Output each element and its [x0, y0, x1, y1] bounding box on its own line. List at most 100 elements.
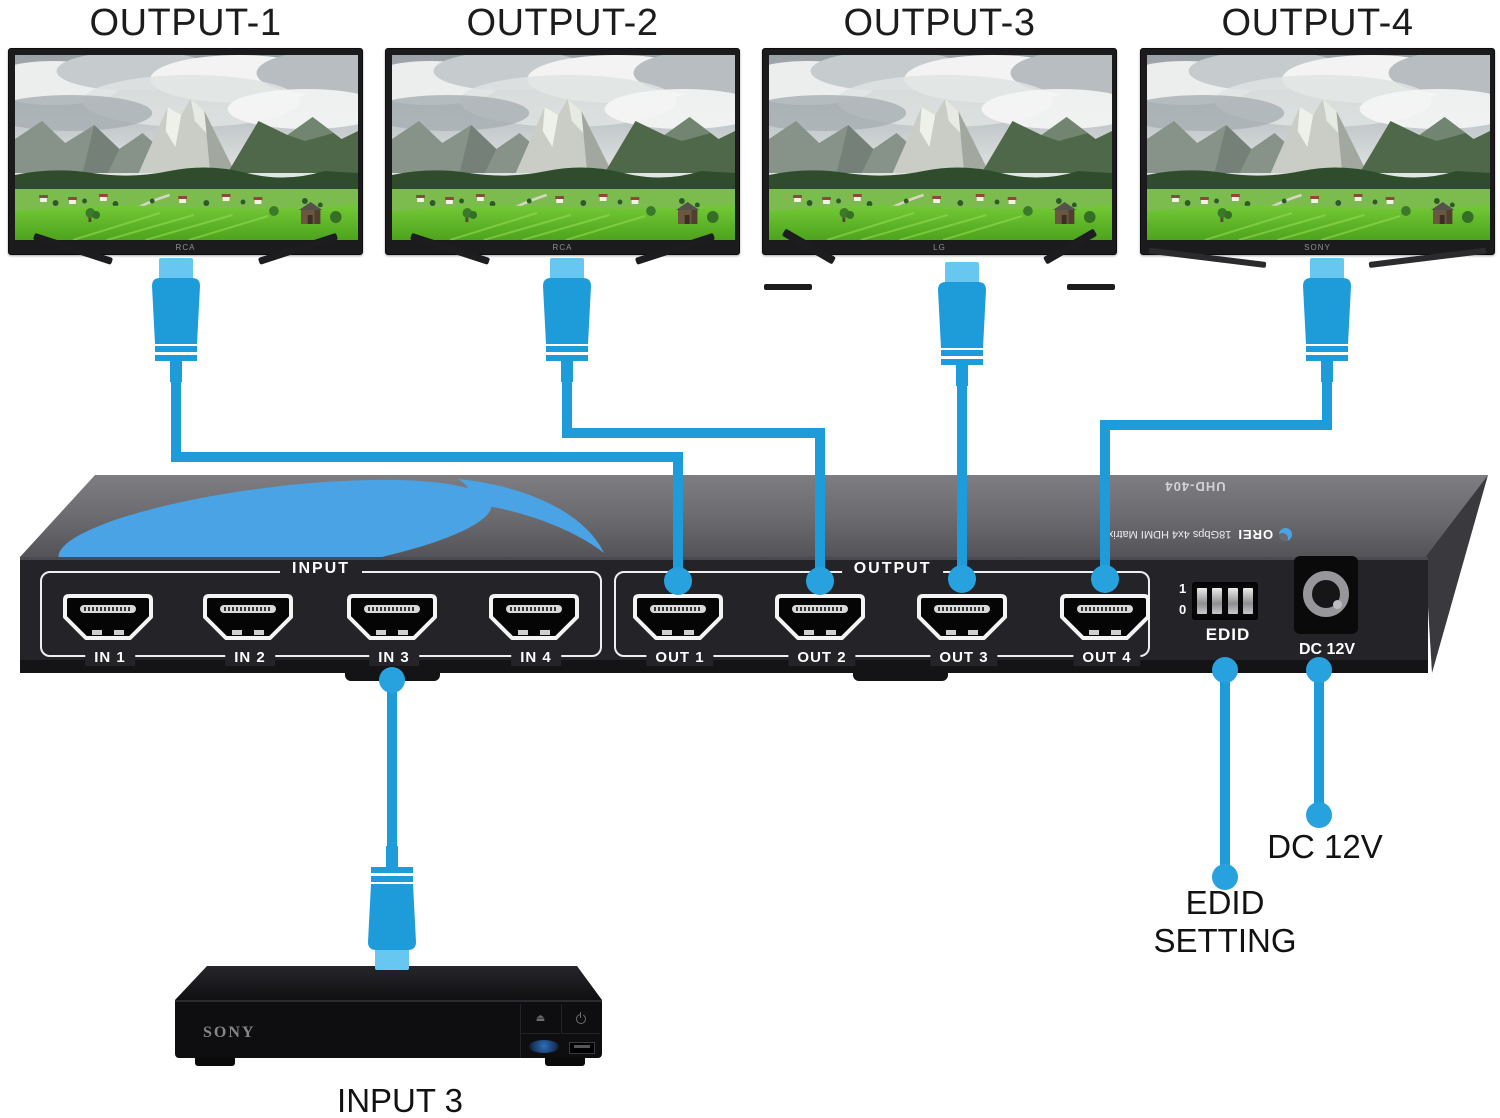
dc-port-label: DC 12V: [1298, 641, 1356, 658]
matrix-top-face: UHD-404 OREI 18Gbps 4x4 HDMI Matrix: [20, 475, 1488, 557]
monitor-caption: OUTPUT-1: [89, 2, 282, 44]
edid-setting-line1: EDID: [1185, 884, 1265, 921]
landscape-image: [769, 55, 1112, 240]
hdmi-port-in2: [203, 594, 293, 640]
output-group-label: OUTPUT: [841, 560, 944, 578]
monitor-caption: OUTPUT-2: [466, 2, 659, 44]
power-button: [561, 1004, 600, 1034]
hdmi-cable-segment: [171, 376, 181, 460]
dc-power-jack: [1294, 556, 1358, 634]
monitor-unit-4: OUTPUT-4 SONY: [1140, 0, 1495, 300]
barrel-connector: [1303, 571, 1349, 617]
edid-dip-switch: [1192, 582, 1258, 620]
input-port-group: INPUT IN 1 IN 2 IN 3 IN 4: [40, 560, 602, 666]
player-brand-logo: SONY: [203, 1024, 256, 1041]
edid-setting-label: EDID SETTING: [1125, 884, 1325, 960]
port-label-in2: IN 2: [225, 649, 275, 666]
cable-end-dot-out1: [664, 567, 692, 595]
hdmi-cable-segment: [673, 452, 683, 580]
hdmi-cable-segment: [815, 428, 825, 580]
hdmi-cable-segment: [1322, 376, 1332, 428]
tv-screen-2: RCA: [385, 48, 740, 255]
output-port-group: OUTPUT OUT 1 OUT 2 OUT 3 OUT 4: [614, 560, 1150, 666]
dip-bottom-label: 0: [1179, 602, 1187, 617]
port-label-in4: IN 4: [511, 649, 561, 666]
player-foot: [195, 1058, 235, 1066]
cable-end-dot-out4: [1091, 565, 1119, 593]
port-label-out2: OUT 2: [788, 649, 856, 666]
usb-port: [569, 1042, 595, 1054]
tv-foot: [764, 284, 812, 290]
hdmi-port-in3: [347, 594, 437, 640]
brand-name: OREI: [1237, 527, 1274, 542]
edid-port-label: EDID: [1205, 625, 1251, 644]
tv-brand-logo: RCA: [175, 243, 196, 252]
landscape-image: [392, 55, 735, 240]
monitor-caption: OUTPUT-3: [843, 2, 1036, 44]
orei-logo-icon: [1279, 528, 1293, 541]
dip-lever: [1227, 588, 1238, 614]
hdmi-cable-segment: [562, 376, 572, 436]
callout-dot-dc-top: [1306, 657, 1332, 683]
bluray-logo: [529, 1040, 559, 1053]
port-label-in3: IN 3: [369, 649, 419, 666]
port-label-in1: IN 1: [85, 649, 135, 666]
hdmi-port-in4: [489, 594, 579, 640]
hdmi-connector-4: [1303, 258, 1351, 382]
tv-brand-logo: SONY: [1304, 243, 1331, 252]
callout-line-edid: [1220, 668, 1230, 878]
dc-12v-label: DC 12V: [1267, 828, 1383, 865]
dip-lever: [1242, 588, 1253, 614]
dip-lever: [1197, 588, 1208, 614]
monitor-unit-1: OUTPUT-1 RCA: [8, 0, 363, 300]
callout-line-dc: [1314, 668, 1324, 816]
barrel-pin: [1333, 600, 1342, 609]
port-label-out1: OUT 1: [646, 649, 714, 666]
swoosh-logo: [58, 479, 604, 557]
hdmi-port-out3: [917, 594, 1007, 640]
hdmi-connector-1: [152, 258, 200, 382]
hdmi-cable-segment: [562, 428, 825, 438]
monitor-unit-2: OUTPUT-2 RCA: [385, 0, 740, 300]
callout-dot-dc-bottom: [1306, 802, 1332, 828]
hdmi-cable-segment: [1100, 420, 1110, 578]
edid-setting-line2: SETTING: [1153, 922, 1297, 959]
tagline-text: 18Gbps 4x4 HDMI Matrix: [1107, 528, 1232, 541]
eject-icon: ⏏: [535, 1013, 546, 1024]
player-control-panel: ⏏: [520, 1004, 600, 1058]
hdmi-cable-segment: [957, 380, 967, 580]
player-foot: [545, 1058, 585, 1066]
hdmi-port-out2: [775, 594, 865, 640]
tv-brand-logo: RCA: [552, 243, 573, 252]
hdmi-port-out4: [1060, 594, 1150, 640]
landscape-image: [15, 55, 358, 240]
hdmi-port-out1: [633, 594, 723, 640]
bluray-player: SONY ⏏: [175, 1000, 602, 1058]
tv-foot: [1067, 284, 1115, 290]
eject-button: ⏏: [521, 1004, 560, 1034]
callout-dot-edid-top: [1212, 657, 1238, 683]
landscape-image: [1147, 55, 1490, 240]
player-top-face: [175, 966, 602, 1000]
dip-top-label: 1: [1179, 581, 1187, 596]
power-icon: [576, 1011, 586, 1024]
input3-label: INPUT 3: [337, 1082, 463, 1118]
device-tagline: OREI 18Gbps 4x4 HDMI Matrix: [1050, 527, 1350, 542]
model-number: UHD-404: [1164, 479, 1226, 494]
port-label-out3: OUT 3: [930, 649, 998, 666]
input-group-label: INPUT: [280, 560, 362, 578]
callout-dot-edid-bottom: [1212, 864, 1238, 890]
hdmi-connector-input3: [368, 846, 416, 970]
hdmi-connector-3: [938, 262, 986, 386]
monitor-caption: OUTPUT-4: [1221, 2, 1414, 44]
callout-line-in3: [387, 680, 397, 852]
cable-end-dot-out3: [948, 565, 976, 593]
callout-dot-in3: [379, 667, 405, 693]
tv-brand-logo: LG: [933, 243, 946, 252]
monitor-unit-3: OUTPUT-3 LG: [762, 0, 1117, 300]
tv-screen-1: RCA: [8, 48, 363, 255]
hdmi-cable-segment: [171, 452, 683, 462]
tv-screen-4: SONY: [1140, 48, 1495, 255]
dip-lever: [1212, 588, 1223, 614]
